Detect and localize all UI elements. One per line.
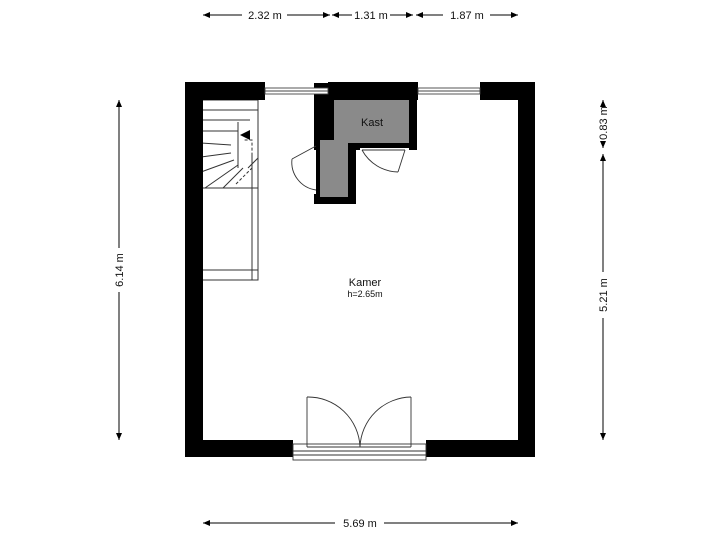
- dim-right-upper: 0.83 m: [598, 106, 610, 140]
- room-label: Kamer: [349, 277, 382, 289]
- dim-bottom: 5.69 m: [343, 518, 377, 530]
- dim-left: 6.14 m: [114, 253, 126, 287]
- dim-top-left: 2.32 m: [248, 10, 282, 22]
- dimension-labels: 2.32 m 1.31 m 1.87 m 5.69 m 6.14 m 0.83 …: [114, 10, 610, 530]
- staircase: [200, 99, 259, 281]
- top-windows: [264, 87, 481, 95]
- room-height: h=2.65m: [347, 289, 382, 299]
- entrance-double-door: [292, 396, 427, 461]
- dim-top-right: 1.87 m: [450, 10, 484, 22]
- dim-right-lower: 5.21 m: [598, 278, 610, 312]
- closet: Kast: [314, 83, 417, 204]
- closet-label: Kast: [361, 117, 383, 129]
- closet-doors: [291, 145, 409, 194]
- walls: [185, 82, 535, 457]
- dimension-lines: [116, 12, 606, 526]
- dim-top-middle: 1.31 m: [354, 10, 388, 22]
